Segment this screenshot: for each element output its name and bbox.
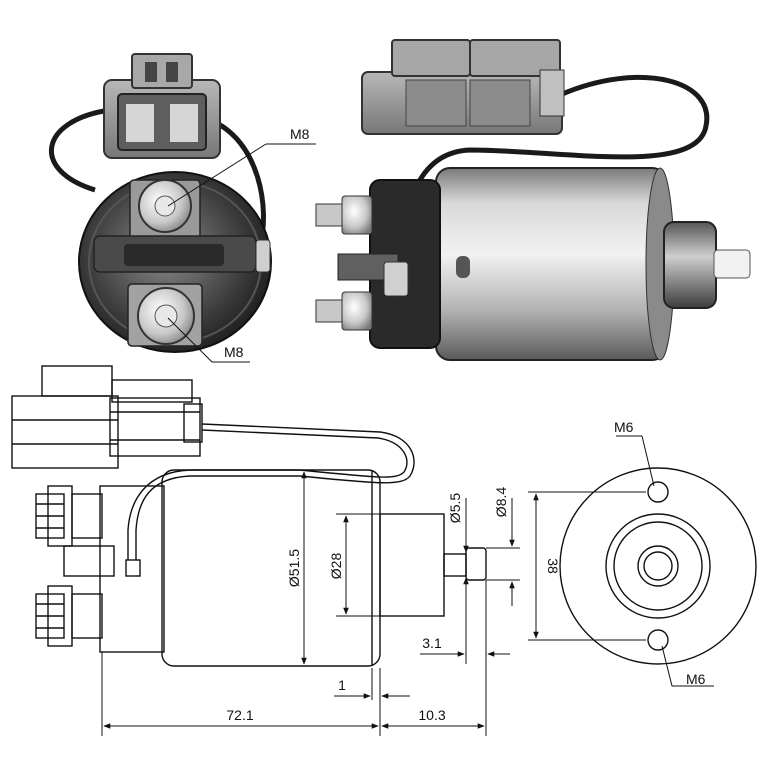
callout-m8-top: M8 bbox=[167, 126, 316, 207]
dimension-lines bbox=[101, 471, 520, 736]
plunger-side bbox=[663, 221, 717, 309]
drawing-body bbox=[161, 469, 381, 667]
wire bbox=[49, 107, 111, 193]
end-view-photo bbox=[49, 53, 272, 353]
dim-hole-spacing: 38 bbox=[545, 558, 561, 574]
drawing-plunger bbox=[379, 513, 445, 617]
mount-hole-top bbox=[647, 481, 669, 503]
label-m6-bottom: M6 bbox=[686, 671, 706, 687]
mount-hole-bottom bbox=[647, 629, 669, 651]
dim-flange-gap: 1 bbox=[338, 677, 346, 693]
dim-body-length: 72.1 bbox=[226, 707, 253, 723]
mount-labels: M6 M6 bbox=[614, 419, 706, 687]
label-m6-top: M6 bbox=[614, 419, 634, 435]
wire-side bbox=[397, 74, 710, 261]
solenoid-body bbox=[435, 167, 667, 361]
dim-pin-head-diameter: Ø8.4 bbox=[493, 487, 509, 518]
label-m8-top: M8 bbox=[290, 126, 310, 142]
pin-side bbox=[713, 249, 751, 279]
front-view-dims bbox=[528, 435, 714, 687]
dimension-labels: Ø51.5 Ø28 Ø5.5 Ø8.4 3.1 1 72.1 10.3 38 bbox=[226, 487, 561, 723]
callout-m8-bottom: M8 bbox=[167, 317, 250, 363]
side-drawing bbox=[11, 365, 487, 667]
dim-pin-diameter: Ø5.5 bbox=[447, 493, 463, 524]
dim-plunger-diameter: Ø28 bbox=[328, 553, 344, 580]
label-m8-bottom: M8 bbox=[224, 344, 244, 360]
dim-pin-step: 3.1 bbox=[422, 635, 442, 651]
front-view-drawing bbox=[559, 467, 757, 665]
dim-body-diameter: Ø51.5 bbox=[286, 549, 302, 587]
dim-plunger-length: 10.3 bbox=[418, 707, 445, 723]
side-view-photo bbox=[315, 39, 751, 361]
